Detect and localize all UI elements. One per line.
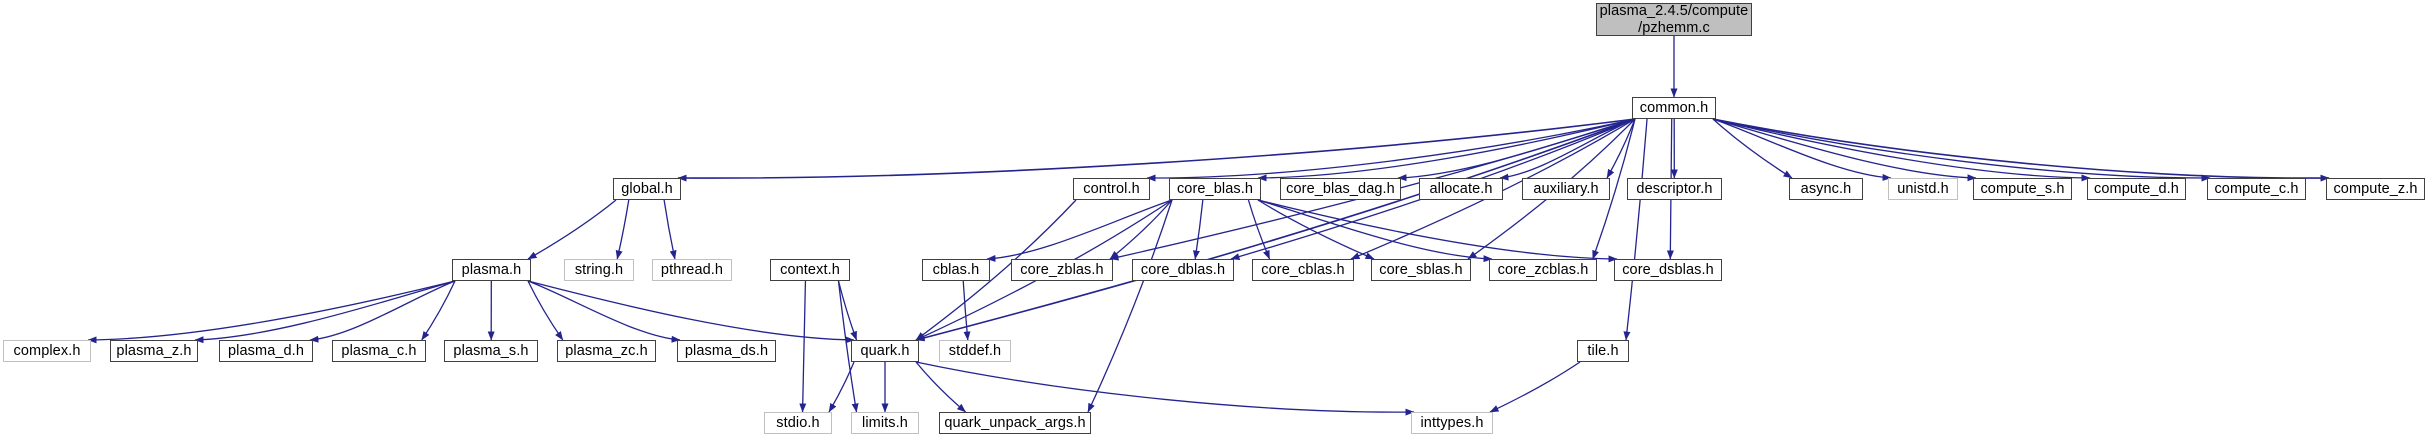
node-complex-h[interactable]: complex.h (3, 340, 91, 362)
edge-core-blas-h-to-core-zcblas-h (1257, 199, 1493, 263)
node-quark-unpack-args-h[interactable]: quark_unpack_args.h (939, 412, 1091, 434)
edge-common-h-to-unistd-h (1712, 118, 1892, 181)
node-core-zblas-h[interactable]: core_zblas.h (1011, 259, 1113, 281)
edge-cblas-h-to-stddef-h (962, 280, 971, 341)
edge-common-h-to-compute-s-h (1712, 118, 1977, 182)
edge-quark-h-to-stdio-h (828, 361, 855, 413)
node-cblas-h[interactable]: cblas.h (922, 259, 990, 281)
edge-plasma-h-to-plasma-z-h (194, 280, 456, 344)
edge-plasma-h-to-plasma-ds-h (527, 280, 681, 343)
edge-core-blas-h-to-core-sblas-h (1257, 199, 1375, 260)
node-common-h[interactable]: common.h (1632, 97, 1716, 119)
edge-common-h-to-core-zcblas-h (1592, 118, 1636, 260)
node-stdio-h[interactable]: stdio.h (764, 412, 832, 434)
edge-common-h-to-control-h (1146, 118, 1636, 182)
edge-quark-h-to-inttypes-h (915, 361, 1415, 416)
edge-common-h-to-auxiliary-h (1606, 118, 1636, 179)
node-core-blas-dag-h[interactable]: core_blas_dag.h (1280, 178, 1401, 200)
node-descriptor-h[interactable]: descriptor.h (1627, 178, 1722, 200)
edge-core-blas-h-to-cblas-h (986, 199, 1173, 262)
edge-global-h-to-pthread-h (663, 199, 677, 260)
node-tile-h[interactable]: tile.h (1577, 340, 1629, 362)
edge-global-h-to-plasma-h (527, 199, 617, 260)
node-inttypes-h[interactable]: inttypes.h (1411, 412, 1493, 434)
edge-common-h-to-compute-c-h (1712, 118, 2211, 182)
node-string-h[interactable]: string.h (564, 259, 634, 281)
node-core-blas-h[interactable]: core_blas.h (1169, 178, 1261, 200)
node-core-dsblas-h[interactable]: core_dsblas.h (1614, 259, 1722, 281)
node-root[interactable]: plasma_2.4.5/compute /pzhemm.c (1596, 3, 1752, 36)
edge-plasma-h-to-complex-h (87, 280, 456, 344)
node-compute-z-h[interactable]: compute_z.h (2326, 178, 2425, 200)
edge-global-h-to-string-h (615, 199, 630, 260)
node-unistd-h[interactable]: unistd.h (1888, 178, 1958, 200)
node-stddef-h[interactable]: stddef.h (939, 340, 1011, 362)
edge-common-h-to-core-blas-h (1257, 118, 1636, 182)
node-core-zcblas-h[interactable]: core_zcblas.h (1489, 259, 1597, 281)
node-core-dblas-h[interactable]: core_dblas.h (1132, 259, 1234, 281)
node-core-cblas-h[interactable]: core_cblas.h (1252, 259, 1354, 281)
node-plasma-d-h[interactable]: plasma_d.h (219, 340, 313, 362)
edge-core-blas-h-to-core-zblas-h (1109, 199, 1173, 260)
node-context-h[interactable]: context.h (770, 259, 850, 281)
node-compute-s-h[interactable]: compute_s.h (1973, 178, 2072, 200)
edge-common-h-to-tile-h (1623, 118, 1648, 341)
edge-context-h-to-limits-h (837, 280, 859, 413)
node-plasma-h[interactable]: plasma.h (452, 259, 531, 281)
node-plasma-ds-h[interactable]: plasma_ds.h (677, 340, 776, 362)
node-plasma-zc-h[interactable]: plasma_zc.h (557, 340, 656, 362)
node-compute-d-h[interactable]: compute_d.h (2087, 178, 2186, 200)
node-limits-h[interactable]: limits.h (851, 412, 919, 434)
edge-common-h-to-compute-d-h (1712, 118, 2091, 182)
edge-core-blas-h-to-core-dblas-h (1192, 199, 1204, 260)
edge-common-h-to-compute-z-h (1712, 118, 2330, 182)
node-plasma-c-h[interactable]: plasma_c.h (332, 340, 426, 362)
edge-plasma-h-to-quark-h (527, 280, 855, 344)
edge-plasma-h-to-plasma-zc-h (527, 280, 564, 341)
node-allocate-h[interactable]: allocate.h (1419, 178, 1503, 200)
node-control-h[interactable]: control.h (1073, 178, 1150, 200)
edge-core-blas-h-to-quark-unpack-args-h (1087, 199, 1173, 413)
node-core-sblas-h[interactable]: core_sblas.h (1371, 259, 1471, 281)
edge-control-h-to-quark-h (915, 199, 1077, 341)
edge-tile-h-to-inttypes-h (1489, 361, 1581, 413)
node-auxiliary-h[interactable]: auxiliary.h (1522, 178, 1610, 200)
node-async-h[interactable]: async.h (1789, 178, 1863, 200)
edge-core-blas-h-to-core-dsblas-h (1257, 199, 1618, 263)
edge-common-h-to-global-h (677, 118, 1636, 182)
edge-common-h-to-quark-h (915, 118, 1636, 342)
node-pthread-h[interactable]: pthread.h (652, 259, 732, 281)
edge-common-h-to-async-h (1712, 118, 1793, 179)
edge-plasma-h-to-plasma-c-h (421, 280, 456, 341)
node-plasma-z-h[interactable]: plasma_z.h (110, 340, 198, 362)
node-compute-c-h[interactable]: compute_c.h (2207, 178, 2306, 200)
edge-core-blas-h-to-core-cblas-h (1247, 199, 1271, 260)
node-global-h[interactable]: global.h (613, 178, 681, 200)
node-plasma-s-h[interactable]: plasma_s.h (444, 340, 538, 362)
node-quark-h[interactable]: quark.h (851, 340, 919, 362)
edge-context-h-to-quark-h (837, 280, 858, 341)
edge-plasma-h-to-plasma-d-h (309, 280, 456, 343)
edge-quark-h-to-quark-unpack-args-h (915, 361, 967, 413)
edge-context-h-to-stdio-h (799, 280, 807, 413)
